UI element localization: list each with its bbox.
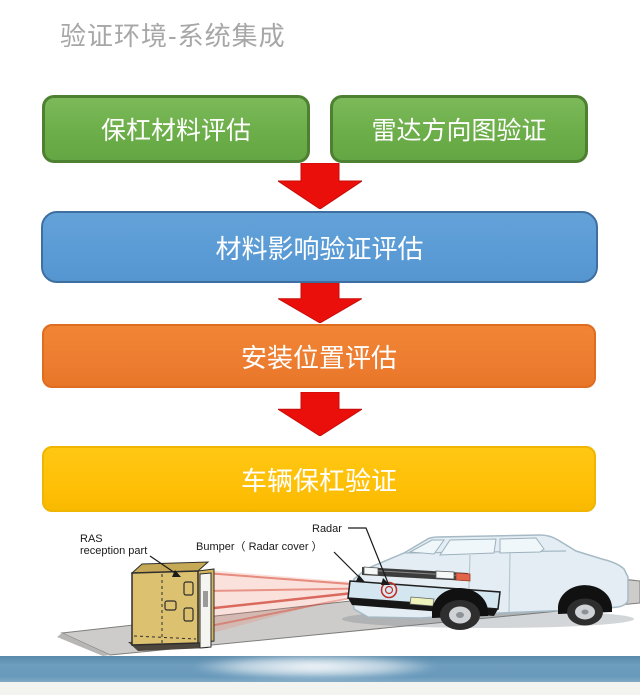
bumper-label: Bumper（ Radar cover ） <box>196 540 323 553</box>
radar-marker <box>380 581 398 599</box>
decorative-wave-band <box>0 648 640 682</box>
radar-marker-inner <box>384 585 394 595</box>
wave-highlight <box>150 648 480 682</box>
flow-box-label: 安装位置评估 <box>240 342 397 373</box>
side-window <box>439 538 497 556</box>
down-arrow-icon <box>278 392 362 436</box>
flow-box-label: 雷达方向图验证 <box>371 117 547 145</box>
flow-box-radar-pattern-verify: 雷达方向图验证 <box>330 95 588 163</box>
flow-box-label: 车辆保杠验证 <box>240 465 397 496</box>
headlight <box>435 570 455 580</box>
side-window <box>499 537 545 554</box>
turn-signal <box>455 572 471 582</box>
flow-box-label: 保杠材料评估 <box>100 117 251 145</box>
radar-test-illustration: RAS reception part Bumper（ Radar cover ）… <box>57 523 640 656</box>
license-plate <box>409 596 435 607</box>
callouts: RAS reception part Bumper（ Radar cover ）… <box>80 523 390 585</box>
flow-box-vehicle-bumper-verify: 车辆保杠验证 <box>42 446 596 512</box>
ras-label-line2: reception part <box>80 545 147 557</box>
headlight <box>363 566 379 576</box>
page-title: 验证环境-系统集成 <box>60 21 286 51</box>
windshield <box>408 539 445 555</box>
bottom-margin-strip <box>0 682 640 695</box>
ras-label-line1: RAS <box>80 533 103 545</box>
car <box>347 534 629 630</box>
flow-box-material-impact-eval: 材料影响验证评估 <box>41 211 598 283</box>
radar-label: Radar <box>312 523 342 535</box>
down-arrow-icon <box>278 283 362 323</box>
ras-target-box <box>128 561 215 651</box>
flow-box-bumper-material-eval: 保杠材料评估 <box>42 95 310 163</box>
down-arrow-icon <box>278 163 362 209</box>
flow-box-install-position-eval: 安装位置评估 <box>42 324 596 388</box>
flow-box-label: 材料影响验证评估 <box>215 233 424 264</box>
